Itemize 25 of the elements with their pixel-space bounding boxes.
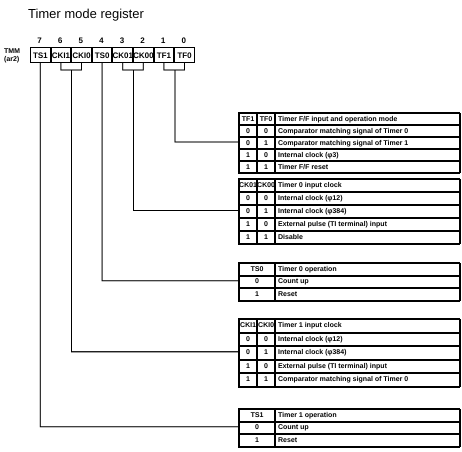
bit-number: 4 (99, 36, 104, 45)
register-bit: TS0 (92, 47, 112, 63)
bit-table (238, 408, 460, 448)
leader-line (40, 62, 238, 428)
register-bit: CKI0 (71, 47, 92, 63)
bit-number: 7 (37, 36, 42, 45)
bit-table (238, 262, 460, 302)
register-bit: CK01 (112, 47, 133, 63)
register-bit: TF0 (174, 47, 195, 63)
leader-line (174, 62, 238, 142)
bit-number: 1 (160, 36, 166, 45)
bit-number: 5 (78, 36, 83, 45)
bit-table (238, 318, 460, 388)
leader-line (102, 62, 238, 282)
register-bit: TF1 (154, 47, 174, 63)
register-bit: CKI1 (50, 47, 72, 63)
register-bit: TS1 (30, 47, 51, 63)
bit-table (238, 178, 460, 245)
diagram-title: Timer mode register (28, 6, 144, 21)
register-bit: CK00 (133, 47, 154, 63)
bit-number: 2 (140, 36, 145, 45)
bit-number: 6 (58, 36, 62, 45)
bit-number: 0 (182, 36, 186, 45)
bit-number: 3 (120, 36, 124, 45)
bit-table (238, 112, 460, 174)
